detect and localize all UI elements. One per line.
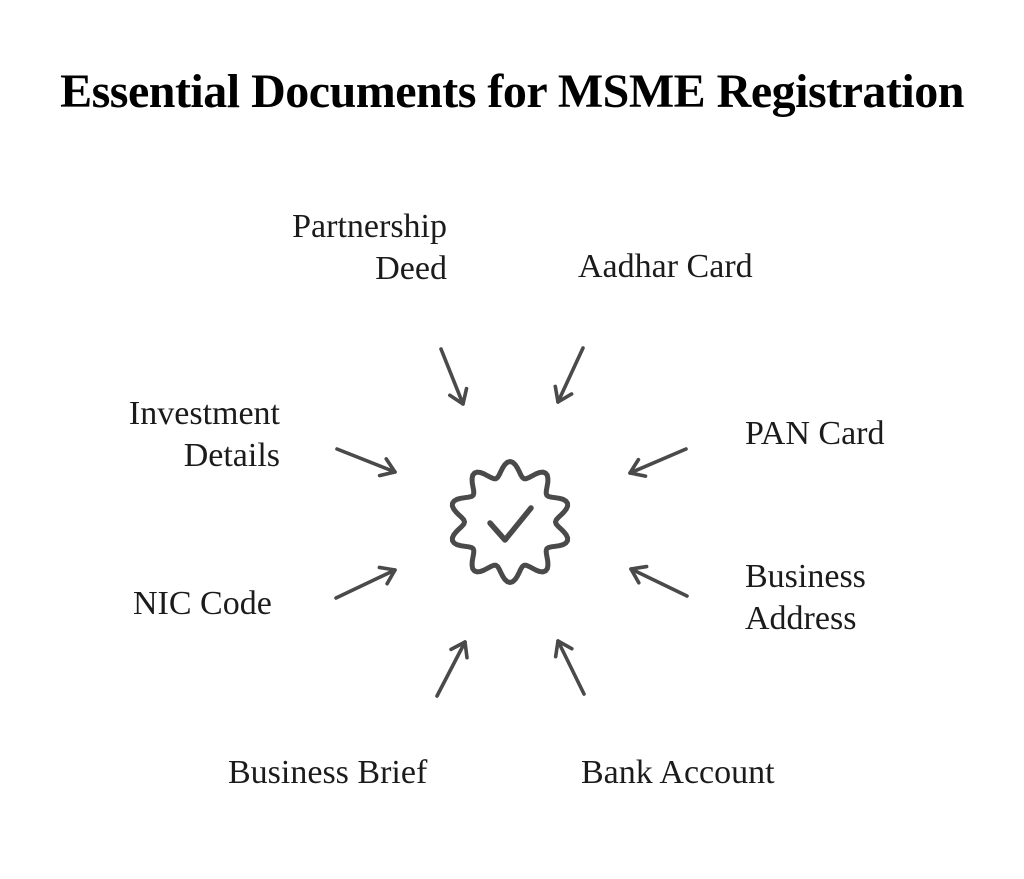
arrow-bank-account-icon	[553, 639, 586, 696]
arrow-partnership-deed-icon	[439, 347, 469, 406]
arrow-aadhar-card-icon	[553, 346, 585, 404]
page-title: Essential Documents for MSME Registratio…	[60, 65, 964, 118]
label-investment-details: Investment Details	[128, 395, 280, 474]
label-nic-code: NIC Code	[133, 585, 272, 622]
arrow-nic-code-icon	[334, 565, 397, 600]
arrow-business-address-icon	[629, 564, 689, 598]
label-business-brief: Business Brief	[228, 754, 428, 791]
label-aadhar-card: Aadhar Card	[578, 248, 753, 285]
badge-check-icon	[445, 457, 575, 587]
arrow-business-brief-icon	[435, 640, 469, 698]
arrow-pan-card-icon	[628, 447, 688, 478]
label-business-address: Business Address	[745, 558, 866, 637]
checkmark-path	[487, 505, 534, 543]
label-bank-account: Bank Account	[581, 754, 775, 791]
label-partnership-deed: Partnership Deed	[292, 208, 447, 287]
label-pan-card: PAN Card	[745, 415, 885, 452]
badge-seal-path	[449, 459, 571, 585]
arrow-investment-details-icon	[335, 447, 397, 478]
